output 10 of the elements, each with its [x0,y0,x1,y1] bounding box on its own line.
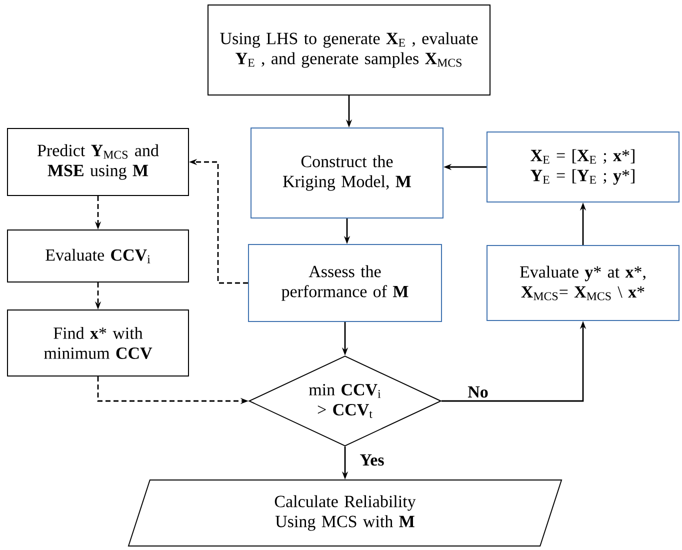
process-box: Assess the performance of M [248,244,442,322]
process-box: Find x* with minimum CCV [7,310,189,376]
process-box: Evaluate CCV$_{i}$ [7,230,189,282]
process-box: Evaluate y* at x*, X$_{MCS}$= X$_{MCS}$ \ x* [486,245,680,321]
process-box: X$_{E}$ = [X$_{E}$ ; x*] Y$_{E}$ = [Y$_{E}$ ; y*] [486,132,680,202]
process-box: Using LHS to generate X$_{E}$ , evaluate Y$_{E}$ , and generate samples X$_{MCS}$ [208,4,490,96]
edge-label: No [466,385,490,399]
edge-label: Yes [358,453,386,467]
process-box: Construct the Kriging Model, M [250,128,444,218]
process-box: Predict Y$_{MCS}$ and MSE using M [7,128,189,196]
